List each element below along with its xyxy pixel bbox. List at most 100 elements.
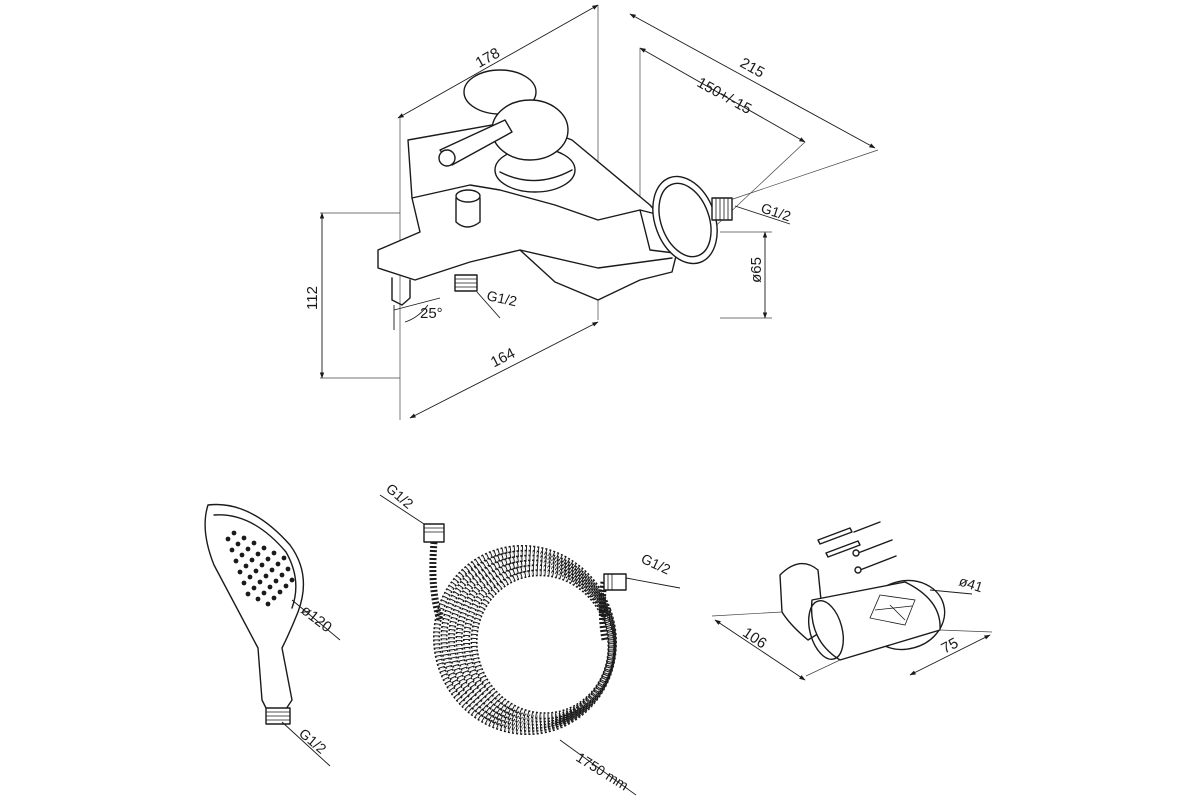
dimension-label-164: 164	[488, 345, 518, 372]
hose-coil-highlight	[472, 570, 613, 718]
holder-grip-pattern	[869, 594, 916, 626]
leader-line	[929, 589, 973, 595]
nozzle-dot	[247, 574, 253, 580]
angle-label: 25°	[420, 305, 443, 322]
nozzle-dot	[243, 563, 249, 569]
body-edge	[411, 184, 641, 221]
hand-shower-drawing: ø120 G1/2	[204, 503, 341, 767]
nozzle-dot	[267, 584, 273, 590]
angle-line	[393, 297, 441, 311]
nozzle-dot	[251, 540, 257, 546]
dimension-line-106	[714, 619, 806, 681]
nozzle-dot	[235, 541, 241, 547]
dimension-line-215	[629, 13, 876, 149]
leader-line	[281, 721, 331, 767]
nozzle-dot	[265, 601, 271, 607]
angle-arc	[404, 304, 429, 323]
dimension-label-112: 112	[304, 286, 321, 310]
nozzle-dot	[225, 536, 231, 542]
nozzle-dot	[245, 591, 251, 597]
hose-thread-end-label: G1/2	[639, 550, 673, 577]
holder-drawing: 106 75 ø41	[711, 521, 993, 681]
nozzle-dot	[275, 561, 281, 567]
holder-depth-label: 75	[939, 635, 962, 658]
dimension-label-65: ø65	[748, 257, 765, 283]
shower-face	[213, 514, 297, 609]
nozzle-dot	[285, 566, 291, 572]
shower-thread-label: G1/2	[296, 725, 330, 757]
leader-line	[379, 494, 425, 525]
leader-line	[734, 205, 791, 225]
hose-connector-end	[603, 573, 627, 591]
nozzle-dot	[271, 595, 277, 601]
dimension-label-215: 215	[737, 55, 767, 82]
body-edge	[519, 249, 673, 269]
mounting-hardware	[817, 521, 897, 574]
extension-line	[939, 629, 993, 633]
nozzle-dot	[249, 557, 255, 563]
nozzle-dot	[283, 583, 289, 589]
nozzle-dot	[261, 590, 267, 596]
nozzle-dot	[231, 530, 237, 536]
faucet-body	[377, 119, 681, 301]
nozzle-dot	[257, 579, 263, 585]
spout-outlet	[391, 277, 411, 306]
extension-line	[805, 659, 841, 677]
lever-tip	[438, 149, 456, 167]
nozzle-dot	[269, 567, 275, 573]
nozzle-dot	[237, 569, 243, 575]
shower-head	[204, 503, 305, 713]
dimension-label-178: 178	[473, 45, 503, 72]
leader-line	[476, 291, 501, 319]
hose-coil	[455, 559, 616, 726]
dimension-line-164	[409, 321, 599, 419]
hose-length-label: 1750 mm	[573, 749, 631, 793]
thread-label-inlet: G1/2	[759, 200, 793, 225]
nozzle-dot	[273, 578, 279, 584]
hose-coil-highlight	[457, 561, 614, 725]
flange-inner	[658, 182, 712, 258]
holder-cylinder-front	[808, 600, 844, 660]
hose-coils	[429, 541, 617, 736]
diverter-top	[455, 189, 481, 203]
leader-line	[559, 739, 637, 796]
extension-line	[711, 611, 783, 617]
holder-length-label: 106	[739, 624, 769, 652]
nozzle-dot	[241, 580, 247, 586]
nozzle-dot	[263, 573, 269, 579]
thread-label-outlet: G1/2	[485, 287, 518, 309]
nozzle-dot	[253, 568, 259, 574]
nozzle-dot	[281, 555, 287, 561]
dimension-label-150: 150+/-15	[694, 74, 754, 118]
dimension-line-150	[639, 47, 806, 143]
nozzle-grid	[225, 530, 295, 607]
nozzle-dot	[245, 546, 251, 552]
nozzle-dot	[241, 535, 247, 541]
nozzle-dot	[265, 556, 271, 562]
hose-drawing: G1/2 G1/2 1750 mm	[379, 480, 681, 796]
hose-feed	[429, 541, 444, 622]
dimension-line-178	[397, 4, 599, 119]
hose-thread-top-label: G1/2	[383, 480, 417, 512]
holder-cylinder-body	[810, 581, 941, 661]
nozzle-dot	[255, 551, 261, 557]
nozzle-dot	[229, 547, 235, 553]
cartridge-ring	[499, 169, 573, 182]
inlet-thread	[711, 197, 733, 221]
nozzle-dot	[259, 562, 265, 568]
hose-connector-top	[423, 523, 445, 543]
holder-diameter-label: ø41	[957, 573, 985, 596]
extension-line	[729, 149, 879, 201]
nozzle-dot	[271, 550, 277, 556]
nozzle-dot	[277, 589, 283, 595]
nozzle-dot	[279, 572, 285, 578]
nozzle-dot	[239, 552, 245, 558]
leader-line	[291, 599, 341, 641]
leader-line	[625, 577, 681, 589]
nozzle-dot	[255, 596, 261, 602]
dimension-line-75	[909, 634, 991, 676]
nozzle-dot	[251, 585, 257, 591]
nozzle-dot	[233, 558, 239, 564]
nozzle-dot	[289, 577, 295, 583]
